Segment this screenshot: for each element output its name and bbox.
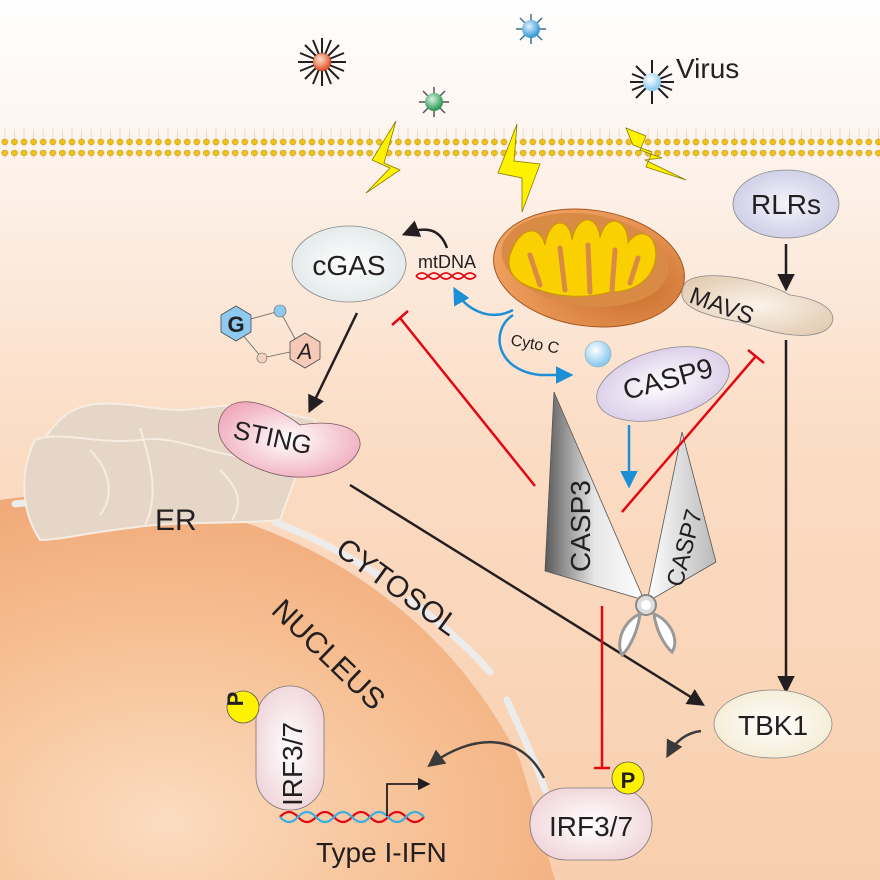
tbk1-label: TBK1 [738, 710, 808, 741]
mtdna-to-cgas-arrow [401, 220, 449, 249]
casp3-label: CASP3 [565, 480, 596, 572]
virus-red [298, 38, 346, 86]
type-i-ifn-label: Type I-IFN [316, 837, 447, 868]
phosphate-badge [611, 761, 645, 795]
casp3-inhibits-cgas-bar [391, 310, 409, 326]
ifn-gene-dna [279, 810, 425, 824]
virus-blue [516, 14, 546, 44]
caspase-scissors: CASP3 CASP7 [544, 391, 717, 658]
lightning-icon [625, 127, 687, 181]
rlrs-label: RLRs [751, 189, 821, 220]
lightning-icon [497, 123, 541, 213]
irf-cytosolic-node: IRF3/7 P [529, 761, 653, 861]
sting-to-tbk1-arrow [349, 483, 705, 706]
sting-node: STING [218, 401, 361, 478]
plasma-membrane [0, 129, 880, 159]
irf-translocation-arrow [427, 740, 546, 779]
virus-light-blue [630, 60, 674, 104]
casp3-inhibits-cgas [399, 317, 536, 487]
mito-to-mtdna-arrow [453, 286, 514, 316]
phosphate-badge [226, 690, 260, 724]
tbk1-node: TBK1 [713, 689, 833, 759]
mitochondrion [493, 208, 685, 328]
cgas-node: cGAS [291, 225, 407, 303]
cgamp-molecule: G A [220, 304, 321, 369]
irf-nuclear-node: IRF3/7 P [223, 685, 325, 811]
transcription-start-arrow [386, 777, 431, 816]
er-label: ER [155, 504, 197, 537]
cgamp-a-label: A [296, 339, 313, 364]
lightning-icon [365, 120, 401, 194]
mtdna-strand [415, 272, 477, 280]
mito-to-cytoc-arrow [498, 313, 574, 384]
rlrs-node: RLRs [732, 169, 840, 239]
virus-green [419, 87, 449, 117]
tbk1-phosphorylates-irf-arrow [666, 729, 702, 759]
casp9-node: CASP9 [596, 346, 730, 422]
cgas-to-sting-arrow [308, 312, 359, 414]
casp7-inhibits-mavs-bar [747, 349, 765, 364]
cytochrome-c-molecule [584, 340, 612, 368]
cgas-label: cGAS [312, 250, 385, 281]
phosphate-label: P [621, 768, 636, 793]
mtdna-label: mtDNA [418, 252, 476, 272]
casp7-inhibits-mavs [621, 355, 757, 513]
irf-cytosolic-label: IRF3/7 [549, 811, 633, 842]
virus-label: Virus [676, 53, 739, 84]
phosphate-label: P [223, 692, 248, 707]
cgamp-g-label: G [227, 312, 244, 337]
irf-nuclear-label: IRF3/7 [277, 722, 308, 806]
